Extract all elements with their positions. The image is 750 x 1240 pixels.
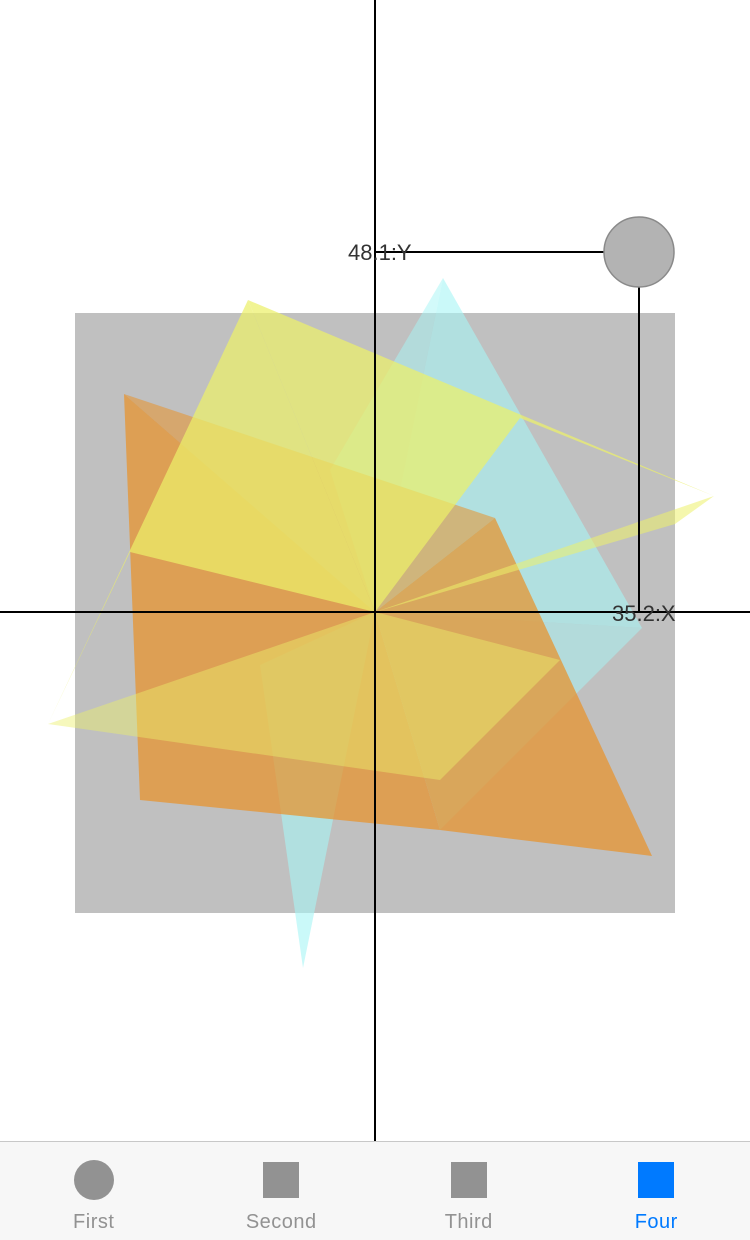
x-readout-label: 35.2:X [612, 601, 676, 626]
yellow-quad-right [375, 496, 714, 612]
square-icon [636, 1161, 676, 1199]
tab-second[interactable]: Second [188, 1142, 376, 1240]
tab-third[interactable]: Third [375, 1142, 563, 1240]
square-icon [261, 1161, 301, 1199]
yellow-quad-upper [248, 300, 714, 612]
tab-first[interactable]: First [0, 1142, 188, 1240]
tab-four[interactable]: Four [563, 1142, 750, 1240]
yellow-quad-lower [48, 612, 560, 780]
plot-svg: 48.1:Y 35.2:X [0, 0, 750, 1141]
tab-label-first: First [73, 1211, 115, 1233]
circle-icon [73, 1160, 114, 1200]
drawing-canvas[interactable]: 48.1:Y 35.2:X [0, 0, 750, 1141]
tab-bar: First Second Third Four [0, 1141, 750, 1240]
y-readout-label: 48.1:Y [348, 240, 412, 265]
tab-label-four: Four [634, 1211, 678, 1233]
drag-handle[interactable] [603, 216, 675, 288]
tab-label-third: Third [444, 1211, 493, 1233]
square-icon [449, 1161, 489, 1199]
orange-quad-right [375, 518, 652, 856]
tab-label-second: Second [245, 1211, 317, 1233]
yellow-shapes [48, 300, 714, 780]
yellow-quad-left [48, 300, 375, 724]
